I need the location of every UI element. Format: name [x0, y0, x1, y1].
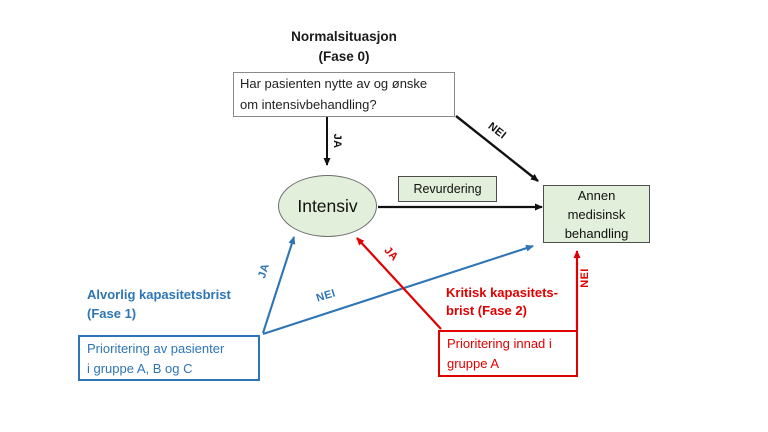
arrow-phase0-nei — [455, 115, 539, 182]
annen-line1: Annen — [577, 187, 616, 203]
phase1-box: Prioritering av pasienter i gruppe A, B … — [78, 335, 260, 381]
intensiv-node: Intensiv — [278, 175, 377, 237]
phase1-heading: Alvorlig kapasitetsbrist (Fase 1) — [87, 286, 231, 323]
annen-line3: behandling — [564, 225, 629, 241]
revurdering-label: Revurdering — [413, 182, 482, 196]
arrow-phase1-nei — [262, 244, 534, 335]
question-line1: Har pasienten nytte av og ønske — [240, 76, 428, 91]
phase2-box: Prioritering innad i gruppe A — [438, 330, 578, 377]
annen-line2: medisinsk — [567, 206, 626, 222]
phase1-box-line2: i gruppe A, B og C — [87, 361, 193, 376]
phase0-ja-label: JA — [331, 133, 343, 149]
intensiv-label: Intensiv — [297, 195, 358, 216]
revurdering-box: Revurdering — [398, 176, 497, 202]
arrow-phase1-ja — [262, 236, 296, 334]
phase0-title-line2: (Fase 0) — [318, 49, 370, 64]
phase0-title: Normalsituasjon (Fase 0) — [234, 27, 454, 67]
question-line2: om intensivbehandling? — [240, 96, 377, 112]
phase2-box-line2: gruppe A — [447, 356, 500, 371]
phase2-heading-line2: brist (Fase 2) — [446, 302, 527, 318]
phase1-heading-line1: Alvorlig kapasitetsbrist — [87, 287, 231, 302]
phase1-box-line1: Prioritering av pasienter — [87, 341, 225, 356]
phase2-nei-label: NEI — [579, 268, 591, 288]
question-box: Har pasienten nytte av og ønske om inten… — [233, 72, 455, 117]
phase2-box-line1: Prioritering innad i — [447, 336, 552, 351]
phase2-heading-line1: Kritisk kapasitets- — [446, 285, 558, 300]
annen-behandling-box: Annen medisinsk behandling — [543, 185, 650, 243]
phase2-heading: Kritisk kapasitets- brist (Fase 2) — [446, 284, 558, 319]
arrow-phase2-ja — [356, 237, 442, 330]
phase1-heading-line2: (Fase 1) — [87, 305, 137, 321]
phase0-title-line1: Normalsituasjon — [291, 29, 397, 44]
